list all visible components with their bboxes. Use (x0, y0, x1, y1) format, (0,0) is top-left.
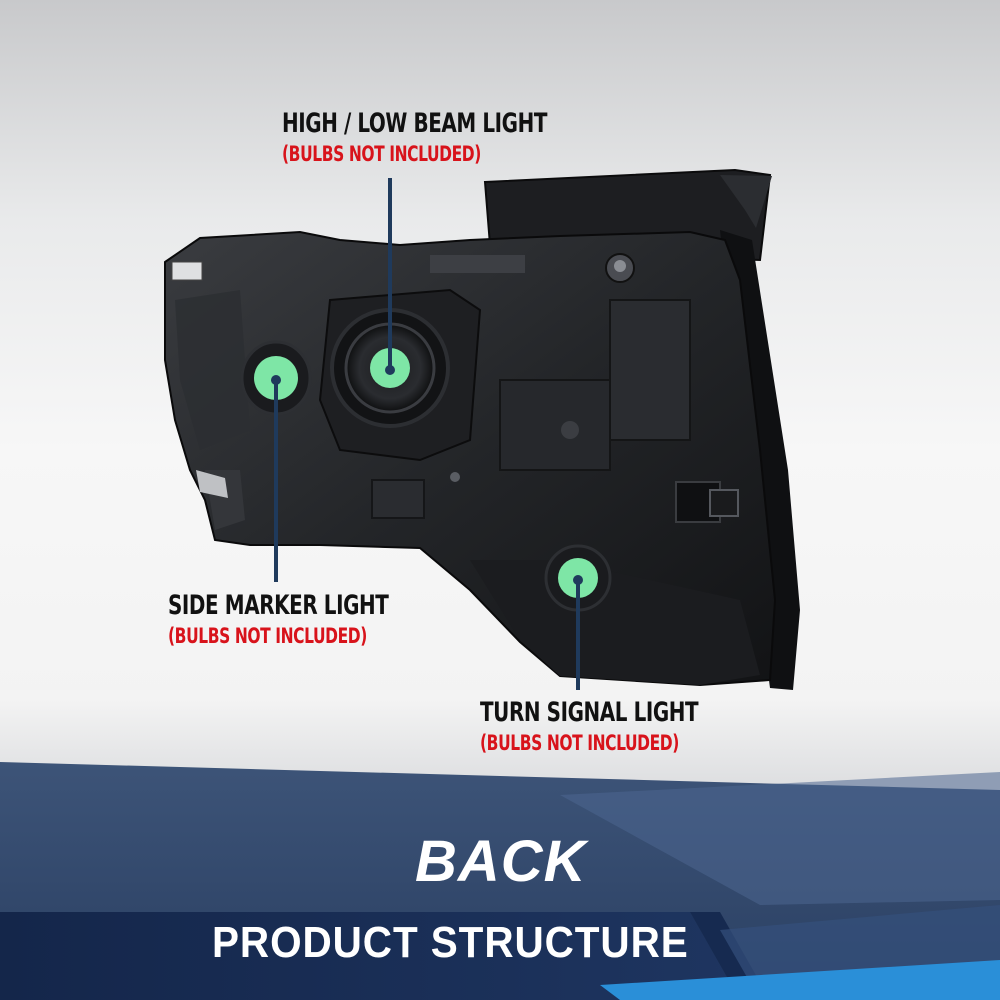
side-marker-callout: SIDE MARKER LIGHT (BULBS NOT INCLUDED) (168, 590, 437, 650)
turn-signal-callout: TURN SIGNAL LIGHT (BULBS NOT INCLUDED) (480, 697, 746, 757)
view-heading: BACK (415, 829, 587, 894)
bottom-banner (0, 762, 1000, 1000)
side-marker-title: SIDE MARKER LIGHT (168, 590, 389, 621)
turn-signal-title: TURN SIGNAL LIGHT (480, 697, 699, 728)
turn-signal-note: (BULBS NOT INCLUDED) (480, 731, 679, 755)
high-low-beam-title: HIGH / LOW BEAM LIGHT (282, 108, 548, 139)
high-low-beam-note: (BULBS NOT INCLUDED) (282, 142, 481, 166)
side-marker-note: (BULBS NOT INCLUDED) (168, 624, 367, 648)
high-low-beam-callout: HIGH / LOW BEAM LIGHT (BULBS NOT INCLUDE… (282, 108, 605, 168)
banner-subtitle: PRODUCT STRUCTURE (212, 918, 689, 967)
